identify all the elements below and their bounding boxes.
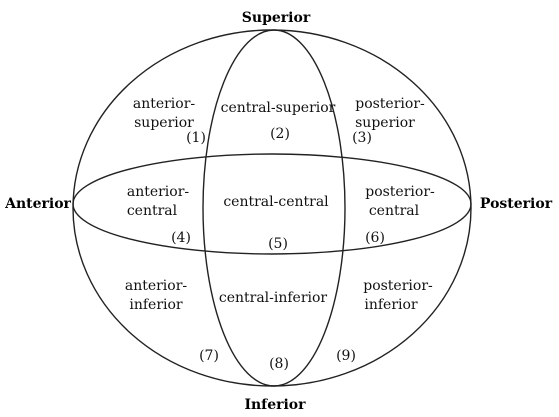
region-central-superior-label: central-superior — [221, 100, 336, 116]
region-posterior-central-line1: posterior- — [365, 184, 435, 200]
inferior-label: Inferior — [244, 397, 306, 413]
horizontal-ellipse — [72, 153, 472, 255]
region-posterior-superior-line1: posterior- — [355, 96, 425, 112]
region-anterior-inferior-line1: anterior- — [125, 278, 188, 294]
region-posterior-inferior-number: (9) — [336, 348, 356, 364]
region-central-superior-number: (2) — [270, 126, 290, 142]
region-anterior-central-line1: anterior- — [127, 184, 190, 200]
region-posterior-central-number: (6) — [365, 230, 385, 246]
region-anterior-superior-line2: superior — [134, 115, 194, 131]
region-central-inferior-number: (8) — [269, 356, 289, 372]
region-central-inferior-label: central-inferior — [219, 290, 328, 306]
region-central-central-number: (5) — [268, 236, 288, 252]
anterior-label: Anterior — [4, 196, 71, 212]
region-posterior-inferior-line2: inferior — [364, 297, 418, 313]
region-anterior-central-number: (4) — [171, 230, 191, 246]
region-central-central-label: central-central — [223, 194, 329, 210]
region-posterior-superior-line2: superior — [355, 115, 415, 131]
vertical-ellipse — [202, 29, 346, 387]
region-posterior-central-line2: central — [369, 203, 420, 219]
superior-label: Superior — [242, 10, 311, 26]
region-anterior-inferior-number: (7) — [199, 348, 219, 364]
region-posterior-superior-number: (3) — [352, 130, 372, 146]
region-posterior-inferior-line1: posterior- — [363, 278, 433, 294]
region-anterior-central-line2: central — [127, 203, 178, 219]
region-anterior-inferior-line2: inferior — [129, 297, 183, 313]
posterior-label: Posterior — [480, 196, 553, 212]
region-anterior-superior-line1: anterior- — [133, 96, 196, 112]
region-anterior-superior-number: (1) — [186, 130, 206, 146]
